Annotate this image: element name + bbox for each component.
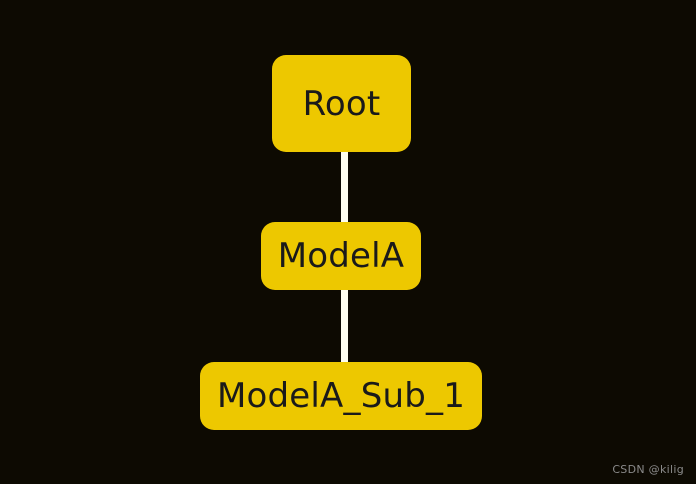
- node-modela-sub-1-label: ModelA_Sub_1: [216, 376, 466, 416]
- edge-root-to-modela: [341, 152, 348, 223]
- node-modela-label: ModelA: [277, 236, 405, 276]
- node-root[interactable]: Root: [272, 55, 411, 152]
- node-root-label: Root: [302, 83, 381, 124]
- node-modela-sub-1[interactable]: ModelA_Sub_1: [200, 362, 482, 430]
- edge-modela-to-modela-sub-1: [341, 290, 348, 363]
- node-modela[interactable]: ModelA: [261, 222, 421, 290]
- watermark: CSDN @kilig: [612, 463, 684, 476]
